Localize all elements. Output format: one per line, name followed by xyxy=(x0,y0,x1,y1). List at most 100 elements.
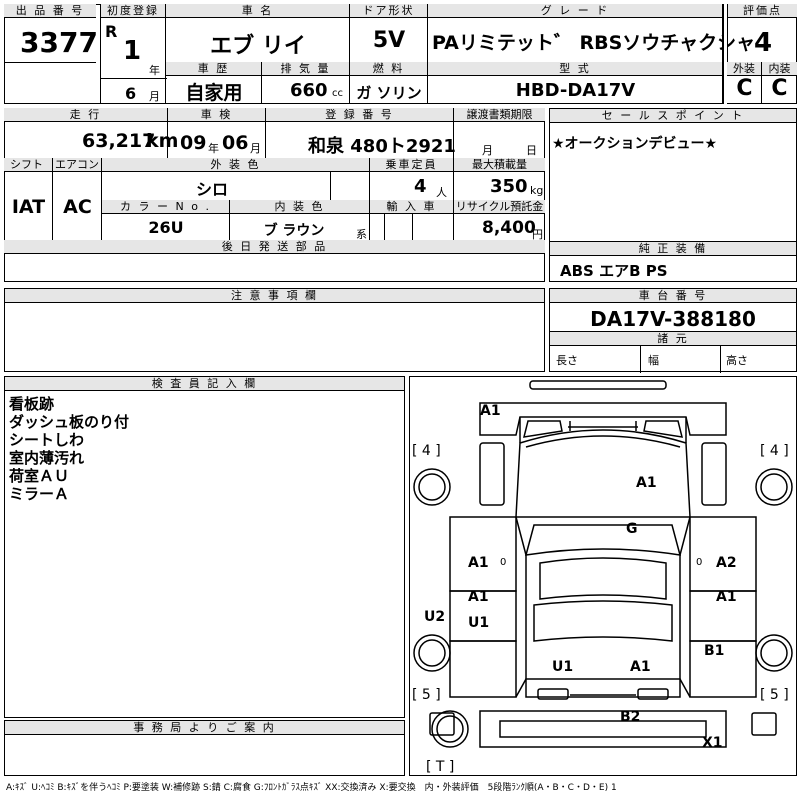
svg-text:0: 0 xyxy=(696,557,702,568)
inspection-year: 09 xyxy=(180,132,207,154)
displacement-value: 660 xyxy=(290,80,328,101)
inspection-year-unit: 年 xyxy=(208,142,219,155)
history-value: 自家用 xyxy=(185,82,243,104)
tire-rear-right: [ 5 ] xyxy=(760,687,789,703)
displacement-cell: 排 気 量 660 cc xyxy=(262,62,350,104)
grade-value: PAリミテット゛ RBSソウチャクシャ xyxy=(432,32,756,54)
capacity-value: 4 xyxy=(414,176,427,197)
mileage-cell: 走 行 63,217 km xyxy=(4,108,178,158)
grade-cell: グ レ ー ド PAリミテット゛ RBSソウチャクシャ xyxy=(428,4,755,62)
fuel-cell: 燃 料 ガ ソリン xyxy=(350,62,428,104)
later-parts-label: 後 日 発 送 部 品 xyxy=(4,240,545,254)
mark-right-front-door: A1 xyxy=(716,589,737,605)
color-no-label: カ ラ ー N o . xyxy=(102,200,229,214)
exterior-grade-value: C xyxy=(736,76,753,101)
chassis-cell: 車 台 番 号 DA17V-388180 諸 元 長さ 幅 高さ xyxy=(549,288,797,373)
model-value: HBD-DA17V xyxy=(515,80,636,101)
sales-point-value: ★オークションデビュー★ xyxy=(552,136,718,152)
mark-left-front-fender: A1 xyxy=(468,555,489,571)
tire-rear-left: [ 5 ] xyxy=(412,687,441,703)
color-no-value: 26U xyxy=(148,218,184,237)
capacity-cell: 乗車定員 4 人 xyxy=(370,158,454,200)
color-no-cell: カ ラ ー N o . 26U xyxy=(102,200,230,240)
mark-right-rear-door: B1 xyxy=(704,643,724,659)
specs-length-label: 長さ xyxy=(556,354,578,367)
mark-rear-right: A1 xyxy=(630,659,651,675)
equipment-label: 純 正 装 備 xyxy=(550,242,796,256)
interior-color-label: 内 装 色 xyxy=(230,200,369,214)
transfer-label: 譲渡書類期限 xyxy=(454,108,545,122)
legend: A:ｷｽﾞ U:ﾍｺﾐ B:ｷｽﾞを伴うﾍｺﾐ P:要塗装 W:補修跡 S:錆 … xyxy=(6,783,617,793)
history-cell: 車 歴 自家用 xyxy=(166,62,262,104)
office-label: 事 務 局 よ り ご 案 内 xyxy=(5,721,404,735)
tire-spare: [ T ] xyxy=(426,759,454,775)
recycle-value: 8,400 xyxy=(482,218,536,238)
score-value: 4 xyxy=(753,28,773,58)
shift-value: IAT xyxy=(11,196,46,218)
inspector-line: ミラーＡ xyxy=(9,485,70,503)
lot-cell: 出 品 番 号 3377 xyxy=(4,4,98,104)
inspector-line: 荷室ＡＵ xyxy=(9,467,70,485)
exterior-color-cell: 外 装 色 シロ xyxy=(102,158,370,200)
grade-label: グ レ ー ド xyxy=(428,4,722,18)
recycle-unit: 円 xyxy=(532,228,543,241)
inspection-month: 06 xyxy=(222,132,249,154)
specs-width-label: 幅 xyxy=(648,354,659,367)
lot-number: 3377 xyxy=(20,26,98,59)
imported-cell: 輸 入 車 xyxy=(370,200,454,240)
lot-label: 出 品 番 号 xyxy=(4,4,96,18)
interior-grade-label: 内装 xyxy=(762,62,797,76)
mark-front: A1 xyxy=(480,403,501,419)
registration-value: 和泉 480ト2921 xyxy=(308,136,456,157)
capacity-unit: 人 xyxy=(436,186,447,199)
mileage-value: 63,217 xyxy=(82,130,156,152)
exterior-grade-label: 外装 xyxy=(727,62,761,76)
inspector-label: 検 査 員 記 入 欄 xyxy=(5,377,404,391)
mileage-label: 走 行 xyxy=(4,108,167,122)
car-name-cell: 車 名 エブ リイ xyxy=(166,4,350,62)
transfer-month-unit: 月 xyxy=(482,144,493,157)
chassis-label: 車 台 番 号 xyxy=(550,289,796,303)
office-cell: 事 務 局 よ り ご 案 内 xyxy=(4,720,405,776)
interior-grade-value: C xyxy=(771,76,788,101)
notes-label: 注 意 事 項 欄 xyxy=(5,289,544,303)
mark-right-front-fender: A2 xyxy=(716,555,737,571)
car-name: エブ リイ xyxy=(210,34,306,59)
model-cell: 型 式 HBD-DA17V xyxy=(428,62,723,104)
inspector-line: 看板跡 xyxy=(9,395,55,413)
chassis-value: DA17V-388180 xyxy=(590,307,756,331)
inspector-line: ダッシュ板のり付 xyxy=(9,413,130,431)
equipment-value: ABS エアB PS xyxy=(560,262,668,280)
specs-height-label: 高さ xyxy=(726,354,748,367)
exterior-color-value: シロ xyxy=(195,180,228,199)
mileage-unit: km xyxy=(146,130,179,152)
inspector-line: 室内薄汚れ xyxy=(9,449,85,467)
interior-color-suffix: 系 xyxy=(356,228,367,241)
shift-label: シフト xyxy=(4,158,52,172)
svg-text:0: 0 xyxy=(500,557,506,568)
car-name-label: 車 名 xyxy=(166,4,349,18)
mark-windshield: G xyxy=(626,521,638,537)
sales-point-label: セ ー ル ス ポ イ ン ト xyxy=(550,109,796,123)
door-type: 5V xyxy=(372,28,406,53)
specs-label: 諸 元 xyxy=(550,332,796,346)
registration-label: 登 録 番 号 xyxy=(266,108,453,122)
mark-rear-bottom: X1 xyxy=(702,735,723,751)
capacity-label: 乗車定員 xyxy=(370,158,453,172)
max-load-cell: 最大積載量 350 kg xyxy=(454,158,545,200)
notes-cell: 注 意 事 項 欄 xyxy=(4,288,545,372)
mark-left-rear-door: U1 xyxy=(468,615,489,631)
fuel-label: 燃 料 xyxy=(350,62,427,76)
interior-grade-cell: 内装 C xyxy=(762,62,797,104)
registration-cell: 登 録 番 号 和泉 480ト2921 xyxy=(266,108,456,158)
mark-left-front-door: A1 xyxy=(468,589,489,605)
mark-rear-left: U1 xyxy=(552,659,573,675)
exterior-grade-cell: 外装 C xyxy=(727,62,762,104)
inspector-line: シートしわ xyxy=(9,431,85,449)
tire-front-right: [ 4 ] xyxy=(760,443,789,459)
first-reg-label: 初度登録 xyxy=(101,4,165,18)
inspection-label: 車 検 xyxy=(168,108,265,122)
door-label: ドア形状 xyxy=(350,4,427,18)
model-label: 型 式 xyxy=(428,62,722,76)
imported-label: 輸 入 車 xyxy=(370,200,453,214)
